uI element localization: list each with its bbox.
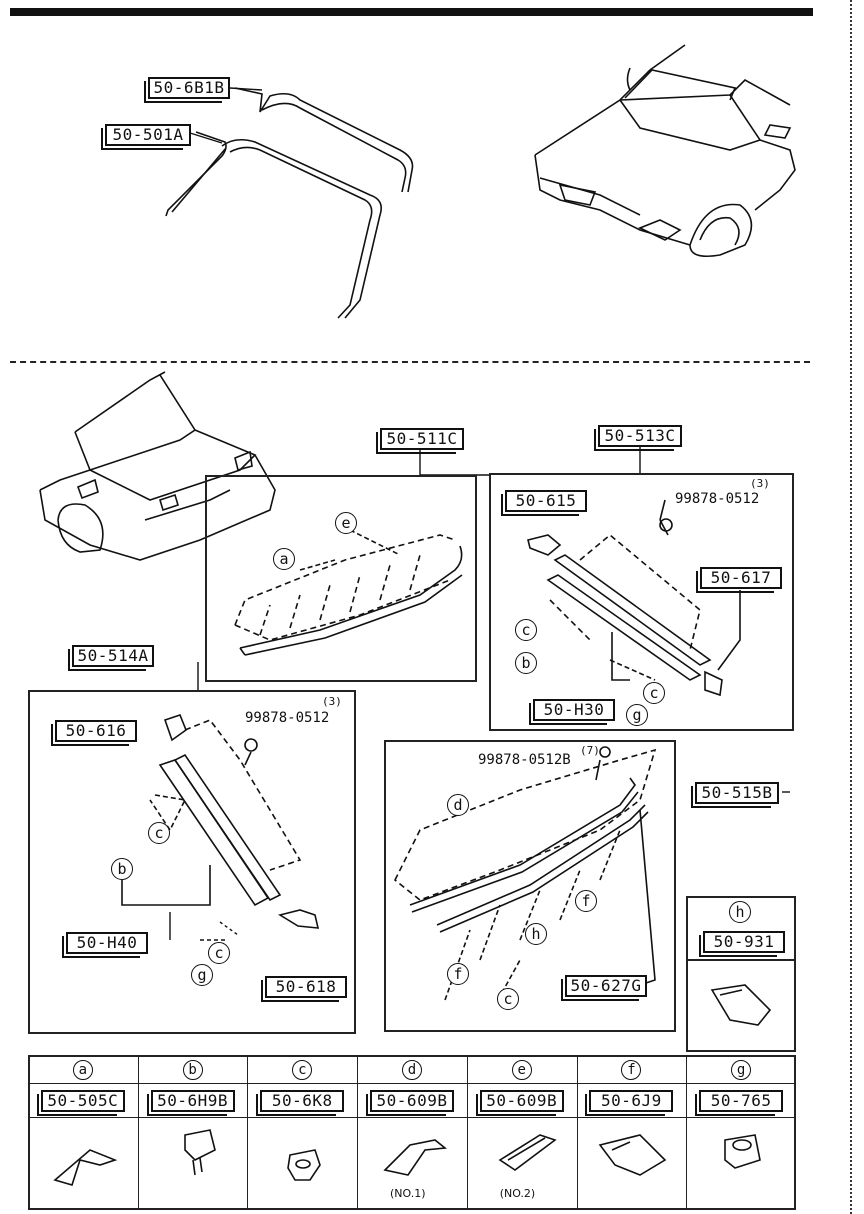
frame-513c [489, 473, 794, 731]
callout-g-513: g [626, 704, 648, 726]
callout-g-514: g [191, 964, 213, 986]
legend-col-divider [137, 1055, 139, 1210]
bolt-514-qty: (3) [322, 695, 342, 708]
part-label-h40[interactable]: 50-H40 [62, 932, 148, 958]
part-label-616[interactable]: 50-616 [51, 720, 137, 746]
frame-515b [384, 740, 676, 1032]
part-label-514a[interactable]: 50-514A [68, 645, 154, 671]
callout-b-514: b [111, 858, 133, 880]
legend-part-g[interactable]: 50-765 [695, 1090, 784, 1116]
legend-letter-e: e [511, 1060, 532, 1080]
legend-col-divider [576, 1055, 578, 1210]
page-right-edge [850, 0, 862, 1214]
callout-c-513-2: c [643, 682, 665, 704]
car-front-drawing [534, 44, 796, 258]
bolt-515-number[interactable]: 99878-0512B [478, 752, 571, 768]
legend-note-d: (NO.1) [390, 1187, 426, 1200]
legend-part-c[interactable]: 50-6K8 [256, 1090, 345, 1116]
legend-letter-a: a [72, 1060, 93, 1080]
legend-row-line-2 [28, 1117, 796, 1118]
legend-col-divider [247, 1055, 249, 1210]
h-clip-divider [686, 959, 796, 961]
windshield-molding-drawing [165, 87, 414, 319]
bolt-515-qty: (7) [580, 744, 600, 757]
top-border-bar [10, 8, 813, 16]
legend-col-divider [466, 1055, 468, 1210]
callout-c-514-1: c [148, 822, 170, 844]
rear-glass-molding-drawing [234, 529, 463, 656]
callout-c-515: c [497, 988, 519, 1010]
callout-a: a [273, 548, 295, 570]
part-label-617[interactable]: 50-617 [696, 567, 782, 593]
side-molding-513-drawing [527, 499, 741, 697]
bolt-513-qty: (3) [750, 477, 770, 490]
part-label-h30[interactable]: 50-H30 [529, 699, 615, 725]
callout-h-box: h [729, 901, 751, 923]
frame-511c [205, 475, 477, 682]
side-molding-514-drawing [121, 714, 320, 941]
callout-f-515-2: f [447, 963, 469, 985]
legend-letter-f: f [621, 1060, 642, 1080]
callout-c-514-2: c [208, 942, 230, 964]
legend-table [28, 1055, 796, 1210]
part-label-515b[interactable]: 50-515B [691, 782, 779, 808]
legend-letter-d: d [402, 1060, 422, 1080]
legend-letter-c: c [292, 1060, 313, 1080]
frame-h-clip [686, 896, 796, 1052]
callout-c-513-1: c [515, 619, 537, 641]
part-label-931[interactable]: 50-931 [699, 931, 785, 957]
callout-d-515: d [447, 794, 469, 816]
legend-letter-b: b [182, 1060, 203, 1080]
bolt-513-number[interactable]: 99878-0512 [675, 491, 760, 507]
legend-col-divider [357, 1055, 359, 1210]
part-label-501a[interactable]: 50-501A [101, 124, 191, 150]
legend-part-e[interactable]: 50-609B [475, 1090, 564, 1116]
callout-f-515-1: f [575, 890, 597, 912]
part-label-615[interactable]: 50-615 [501, 490, 587, 516]
legend-row-line-1 [28, 1083, 796, 1084]
legend-part-a[interactable]: 50-505C [36, 1090, 125, 1116]
legend-letter-g: g [731, 1060, 752, 1080]
part-label-511c[interactable]: 50-511C [376, 428, 464, 454]
legend-col-divider [686, 1055, 688, 1210]
bolt-514-number[interactable]: 99878-0512 [245, 710, 330, 726]
part-label-618[interactable]: 50-618 [261, 976, 347, 1002]
frame-514a [28, 690, 356, 1034]
center-molding-515-drawing [393, 746, 657, 1001]
part-label-513c[interactable]: 50-513C [594, 425, 682, 451]
legend-part-d[interactable]: 50-609B [366, 1090, 454, 1116]
callout-e: e [335, 512, 357, 534]
legend-note-e: (NO.2) [499, 1187, 536, 1200]
callout-b-513: b [515, 652, 537, 674]
legend-part-b[interactable]: 50-6H9B [146, 1090, 235, 1116]
car-rear-drawing [39, 371, 276, 561]
section-divider [10, 361, 810, 363]
legend-part-drawings [53, 984, 772, 1186]
callout-h-515: h [525, 923, 547, 945]
part-label-627g[interactable]: 50-627G [561, 975, 647, 1001]
legend-part-f[interactable]: 50-6J9 [585, 1090, 674, 1116]
part-label-6b1b[interactable]: 50-6B1B [144, 77, 230, 103]
